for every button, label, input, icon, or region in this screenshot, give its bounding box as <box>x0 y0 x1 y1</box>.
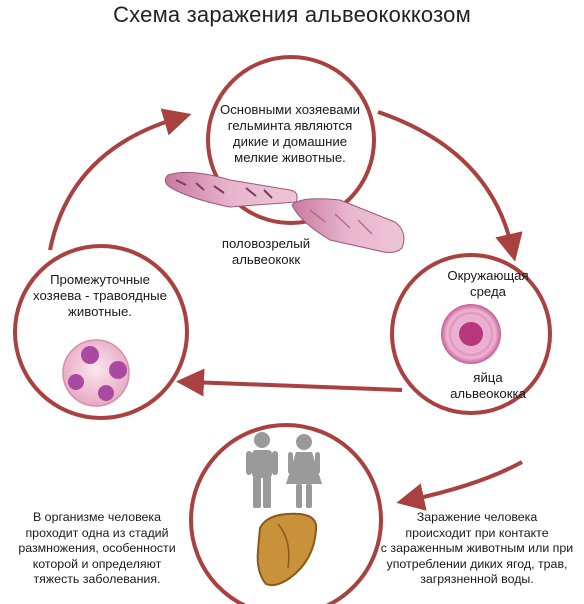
man-icon <box>246 432 278 508</box>
infection-note-text: Заражение человека происходит при контак… <box>380 510 574 586</box>
human-note-text: В организме человека проходит одна из ст… <box>18 510 176 586</box>
woman-icon <box>286 434 322 508</box>
definitive-host-text: Основными хозяевами гельминта являются д… <box>219 102 361 165</box>
environment-title: Окружающая среда <box>447 268 529 299</box>
intermediate-host-text: Промежуточные хозяева - травоядные живот… <box>33 272 167 319</box>
tapeworm-icon <box>164 171 405 253</box>
liver-icon <box>256 512 318 587</box>
adult-worm-label: половозрелый альвеококк <box>221 236 311 267</box>
cyst-icon <box>62 339 130 407</box>
arrow-right-to-left <box>176 368 403 397</box>
arrow-top-to-right <box>377 110 523 262</box>
arrow-to-human <box>396 460 523 511</box>
arrow-left-to-top <box>48 108 192 251</box>
eggs-label: яйца альвеококка <box>450 370 526 401</box>
diagram-title: Схема заражения альвеококкозом <box>113 2 471 27</box>
intermediate-host-circle <box>13 244 189 420</box>
definitive-host-circle <box>206 55 376 225</box>
egg-icon <box>441 304 501 364</box>
